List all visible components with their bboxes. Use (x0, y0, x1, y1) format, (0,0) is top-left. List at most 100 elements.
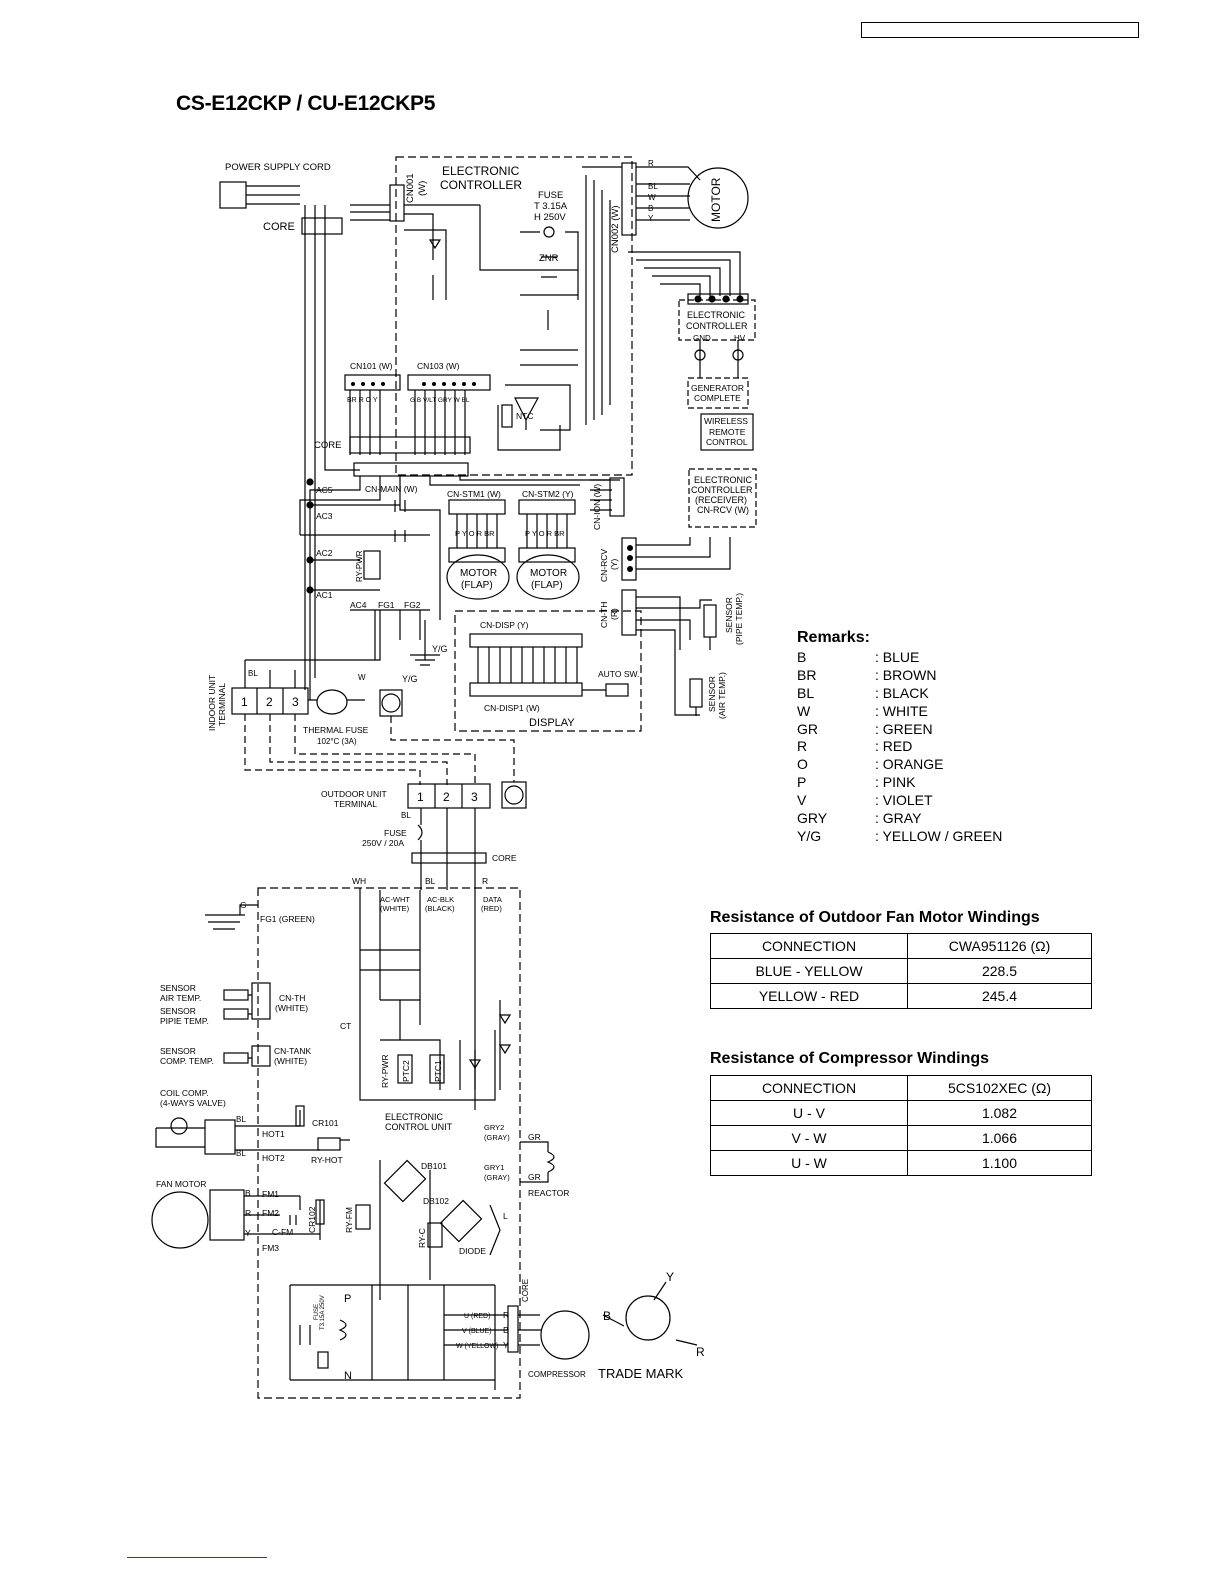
label-outdoor-t3: 3 (471, 790, 478, 804)
label-cr102: CR102 (307, 1206, 317, 1233)
label-indoor-terminal-1: INDOOR UNIT (207, 675, 217, 731)
cn-stm1-connector (448, 499, 506, 515)
label-gry2-2: (GRAY) (484, 1133, 510, 1142)
label-ptc1: PTC1 (433, 1060, 443, 1082)
label-compressor: COMPRESSOR (528, 1370, 586, 1379)
cn101-connector (344, 374, 401, 391)
label-w-yellow: W (YELLOW) (456, 1343, 498, 1350)
label-receiver-2: CONTROLLER (691, 485, 753, 495)
label-fg1: FG1 (378, 600, 395, 610)
label-data: DATA (483, 895, 502, 904)
label-thermal-fuse-2: 102°C (3A) (317, 737, 357, 746)
label-yg-2: Y/G (402, 674, 418, 684)
motor-flap-1 (446, 554, 510, 600)
remark-code: R (797, 738, 808, 755)
label-o-cn-th-2: (WHITE) (275, 1003, 308, 1013)
table-cell: V - W (710, 1125, 908, 1151)
remark-item: R : RED (797, 738, 1002, 756)
remark-code: GR (797, 720, 818, 737)
remark-desc: : GREEN (875, 720, 933, 737)
label-cn-main: CN-MAIN (W) (365, 484, 418, 494)
label-ac3: AC3 (316, 511, 333, 521)
receiver-box (688, 468, 757, 528)
cn-main-connector (353, 462, 469, 477)
compressor-core (507, 1305, 519, 1353)
display-box (454, 610, 642, 732)
label-ecu-2: CONTROL UNIT (385, 1122, 453, 1132)
comp-table-title: Resistance of Compressor Windings (710, 1050, 990, 1067)
remark-code: GRY (797, 810, 828, 827)
label-outdoor-wh: WH (352, 876, 366, 886)
label-indoor-t3: 3 (292, 695, 299, 709)
outdoor-fan-motor (151, 1191, 209, 1249)
label-gry1-2: (GRAY) (484, 1173, 510, 1182)
label-fm-y: Y (245, 1228, 251, 1238)
table-cell: 228.5 (907, 958, 1092, 984)
remark-desc: : GRAY (875, 810, 922, 827)
label-ac-blk: AC-BLK (427, 895, 454, 904)
outdoor-core (411, 852, 487, 864)
label-ac2: AC2 (316, 548, 333, 558)
label-cn-ion: CN-ION (W) (592, 484, 602, 530)
sensor-pipe (703, 604, 717, 638)
label-coil-bl-2: BL (236, 1149, 246, 1158)
label-ac-wht-2: (WHITE) (380, 904, 410, 913)
label-cr101: CR101 (312, 1118, 339, 1128)
label-sensor-air: SENSOR (707, 676, 717, 712)
trademark-terminal (625, 1295, 671, 1341)
label-sensor-air-2: (AIR TEMP.) (717, 672, 727, 719)
label-outdoor-fuse: FUSE (384, 828, 407, 838)
table-header-cell: CONNECTION (710, 1075, 908, 1101)
cn002-connector (621, 162, 637, 236)
thermal-fuse-symbol (316, 689, 348, 715)
label-v-blue: V (BLUE) (462, 1328, 492, 1335)
label-flap2-2: (FLAP) (531, 580, 563, 591)
label-ry-hot: RY-HOT (311, 1155, 343, 1165)
cn-ion-connector (609, 477, 625, 517)
label-outdoor-terminal-1: OUTDOOR UNIT (321, 789, 387, 799)
label-indoor-bl: BL (248, 669, 258, 678)
cn-rcv-connector (621, 537, 637, 581)
ry-c (427, 1222, 443, 1248)
auto-switch (605, 683, 629, 697)
label-ac4: AC4 (350, 600, 367, 610)
remark-code: P (797, 774, 807, 791)
label-remote-2: REMOTE (709, 427, 746, 437)
label-fm2: FM2 (262, 1208, 279, 1218)
label-cn101-wires: BR R O Y (347, 397, 378, 404)
label-cn-th: CN-TH (599, 602, 609, 628)
remark-item: W: WHITE (797, 703, 1002, 721)
generator-box (687, 377, 749, 409)
label-motor-b: B (648, 204, 653, 213)
label-outdoor-fuse-2: 250V / 20A (362, 838, 404, 848)
label-coil-bl-1: BL (236, 1115, 246, 1124)
label-fuse-a: T 3.15A (534, 201, 568, 212)
label-outdoor-terminal-2: TERMINAL (334, 799, 377, 809)
remark-item: GRY : GRAY (797, 810, 1002, 828)
compressor-motor (540, 1310, 590, 1360)
table-header-cell: 5CS102XEC (Ω) (907, 1075, 1092, 1101)
label-outdoor-g: G (240, 900, 247, 910)
cr101 (295, 1105, 305, 1127)
motor-flap-2 (516, 554, 580, 600)
label-cn002: CN002 (W) (610, 205, 621, 253)
label-cn103-wires: G B V/LT GRY W BL (410, 397, 470, 404)
label-display: DISPLAY (529, 717, 575, 729)
label-gr-2: GR (528, 1172, 541, 1182)
table-cell: YELLOW - RED (710, 983, 908, 1009)
label-stm2-wires: P Y O R BR (525, 529, 565, 538)
remark-item: Y/G: YELLOW / GREEN (797, 828, 1002, 846)
remark-item: B: BLUE (797, 649, 1002, 667)
remark-desc: : RED (875, 738, 913, 755)
remark-desc: : ORANGE (875, 756, 944, 773)
remark-item: O: ORANGE (797, 756, 1002, 774)
label-l: L (503, 1211, 508, 1221)
label-indoor-terminal-2: TERMINAL (217, 683, 227, 726)
remark-code: B (797, 649, 807, 665)
label-o-cn-th: CN-TH (279, 993, 305, 1003)
label-reactor: REACTOR (528, 1188, 569, 1198)
